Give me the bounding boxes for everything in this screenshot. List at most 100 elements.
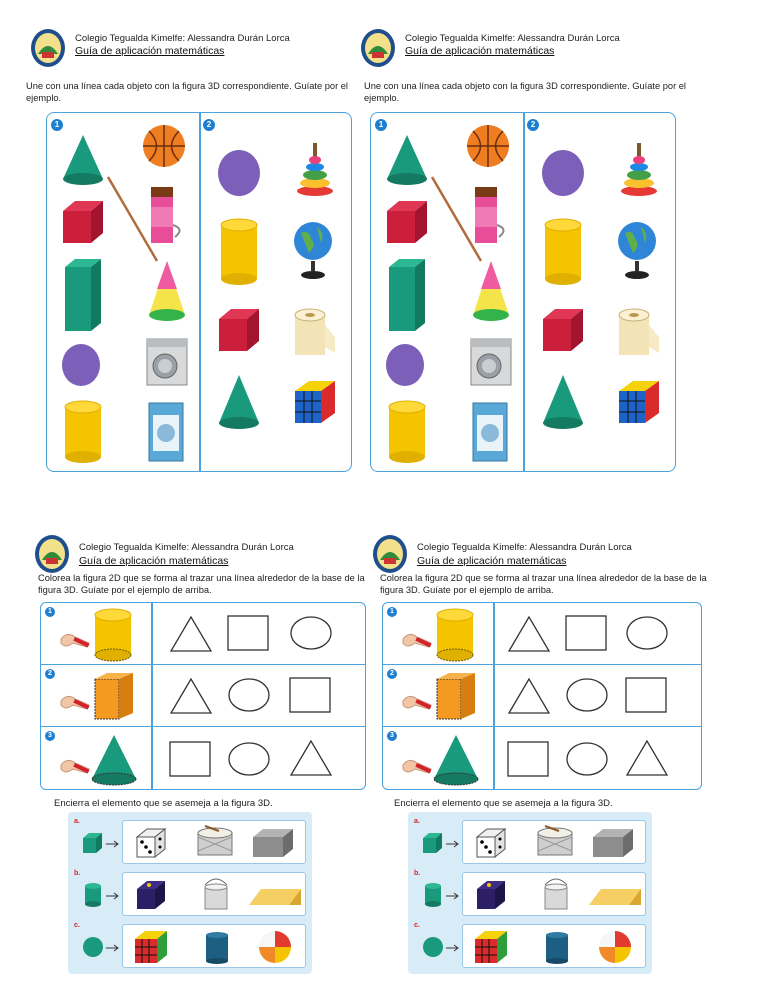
school-logo-icon <box>35 535 69 573</box>
group-badge: 2 <box>203 119 215 131</box>
candle-icon[interactable] <box>543 929 571 965</box>
example-line <box>430 176 483 262</box>
party-hat-icon <box>473 261 509 321</box>
beach-ball-icon[interactable] <box>257 929 293 965</box>
ring-stacker-icon <box>621 143 657 196</box>
school-logo-icon <box>373 535 407 573</box>
school-name: Colegio Tegualda Kimelfe: Alessandra Dur… <box>417 542 632 553</box>
drum-icon[interactable] <box>195 825 235 861</box>
cone-icon <box>63 135 103 185</box>
sphere-icon <box>218 150 260 196</box>
rubik-cube-icon[interactable] <box>133 929 169 965</box>
square-outline-icon[interactable] <box>625 677 667 713</box>
circle-task-row: c. <box>408 920 652 970</box>
row-letter: a. <box>74 818 80 825</box>
match-sheet-right: Colegio Tegualda Kimelfe: Alessandra Dur… <box>360 28 700 472</box>
sheet-header: Colegio Tegualda Kimelfe: Alessandra Dur… <box>30 28 370 78</box>
match-sheet-left: Colegio Tegualda Kimelfe: Alessandra Dur… <box>26 28 370 472</box>
triangle-outline-icon[interactable] <box>169 677 213 715</box>
detergent-box-icon <box>472 402 508 462</box>
match-panel: 1 2 <box>46 112 352 472</box>
sphere-icon <box>542 150 584 196</box>
square-outline-icon[interactable] <box>169 741 211 777</box>
drum-icon[interactable] <box>535 825 575 861</box>
basketball-icon <box>143 125 185 167</box>
party-hat-icon <box>149 261 185 321</box>
trace-row: 2 <box>383 665 701 727</box>
options-box <box>122 924 306 968</box>
example-line <box>106 176 159 262</box>
hand-pencil-icon <box>402 759 432 774</box>
trace-instruction: Colorea la figura 2D que se forma al tra… <box>380 573 707 595</box>
circle-task-row: b. <box>408 868 652 918</box>
circle-outline-icon[interactable] <box>227 677 271 713</box>
hand-pencil-icon <box>60 759 90 774</box>
row-letter: c. <box>414 922 420 929</box>
square-outline-icon[interactable] <box>289 677 331 713</box>
triangular-prism-icon[interactable] <box>587 885 643 907</box>
paint-can-icon[interactable] <box>201 877 231 913</box>
metal-box-icon[interactable] <box>251 827 295 859</box>
circle-outline-icon[interactable] <box>625 615 669 651</box>
circle-outline-icon[interactable] <box>565 677 609 713</box>
circle-outline-icon[interactable] <box>565 741 609 777</box>
row-letter: b. <box>74 870 81 877</box>
sphere-icon <box>423 937 443 957</box>
gift-box-icon[interactable] <box>475 879 507 911</box>
metal-box-icon[interactable] <box>591 827 635 859</box>
trace-row: 2 <box>41 665 365 727</box>
options-box <box>462 924 646 968</box>
triangle-outline-icon[interactable] <box>507 677 551 715</box>
circle-task-title: Encierra el elemento que se asemeja a la… <box>54 798 273 809</box>
circle-outline-icon[interactable] <box>289 615 333 651</box>
circle-task-panel: a. b. <box>408 812 652 974</box>
dice-icon[interactable] <box>135 827 167 859</box>
cylinder-icon <box>388 400 426 463</box>
rubik-cube-icon[interactable] <box>473 929 509 965</box>
cube-icon <box>83 833 102 853</box>
cylinder-icon <box>436 608 474 662</box>
sheet-header: Colegio Tegualda Kimelfe: Alessandra Dur… <box>360 28 700 78</box>
circle-task-row: a. <box>68 816 312 866</box>
circle-outline-icon[interactable] <box>227 741 271 777</box>
square-outline-icon[interactable] <box>507 741 549 777</box>
triangle-outline-icon[interactable] <box>169 615 213 653</box>
cone-icon <box>543 375 583 429</box>
dice-icon[interactable] <box>475 827 507 859</box>
sphere-icon <box>83 937 103 957</box>
candle-icon[interactable] <box>203 929 231 965</box>
trace-row: 3 <box>383 727 701 789</box>
triangular-prism-icon[interactable] <box>247 885 303 907</box>
row-badge: 3 <box>387 731 397 741</box>
school-name: Colegio Tegualda Kimelfe: Alessandra Dur… <box>405 33 620 44</box>
options-box <box>462 820 646 864</box>
guide-title: Guía de aplicación matemáticas <box>405 45 555 57</box>
gift-box-icon[interactable] <box>135 879 167 911</box>
globe-icon <box>294 222 332 279</box>
row-letter: a. <box>414 818 420 825</box>
square-outline-icon[interactable] <box>227 615 269 651</box>
cylinder-icon <box>220 218 258 285</box>
sheet-header: Colegio Tegualda Kimelfe: Alessandra Dur… <box>34 534 374 584</box>
rubik-cube-icon <box>619 381 659 423</box>
guide-title: Guía de aplicación matemáticas <box>75 45 225 57</box>
beach-ball-icon[interactable] <box>597 929 633 965</box>
group-badge: 1 <box>375 119 387 131</box>
school-logo-icon <box>361 29 395 67</box>
cube-icon <box>436 673 475 720</box>
cube-icon <box>63 201 103 243</box>
triangle-outline-icon[interactable] <box>507 615 551 653</box>
triangle-outline-icon[interactable] <box>625 739 669 777</box>
paper-towel-roll-icon <box>618 308 659 355</box>
paint-can-icon[interactable] <box>541 877 571 913</box>
row-letter: b. <box>414 870 421 877</box>
trace-grid: 1 2 <box>40 602 366 790</box>
panel-divider <box>199 113 201 471</box>
cube-icon <box>94 673 133 720</box>
arrow-right-icon <box>446 840 459 848</box>
triangle-outline-icon[interactable] <box>289 739 333 777</box>
washing-machine-icon <box>146 338 188 386</box>
row-badge: 1 <box>387 607 397 617</box>
square-outline-icon[interactable] <box>565 615 607 651</box>
rubik-cube-icon <box>295 381 335 423</box>
